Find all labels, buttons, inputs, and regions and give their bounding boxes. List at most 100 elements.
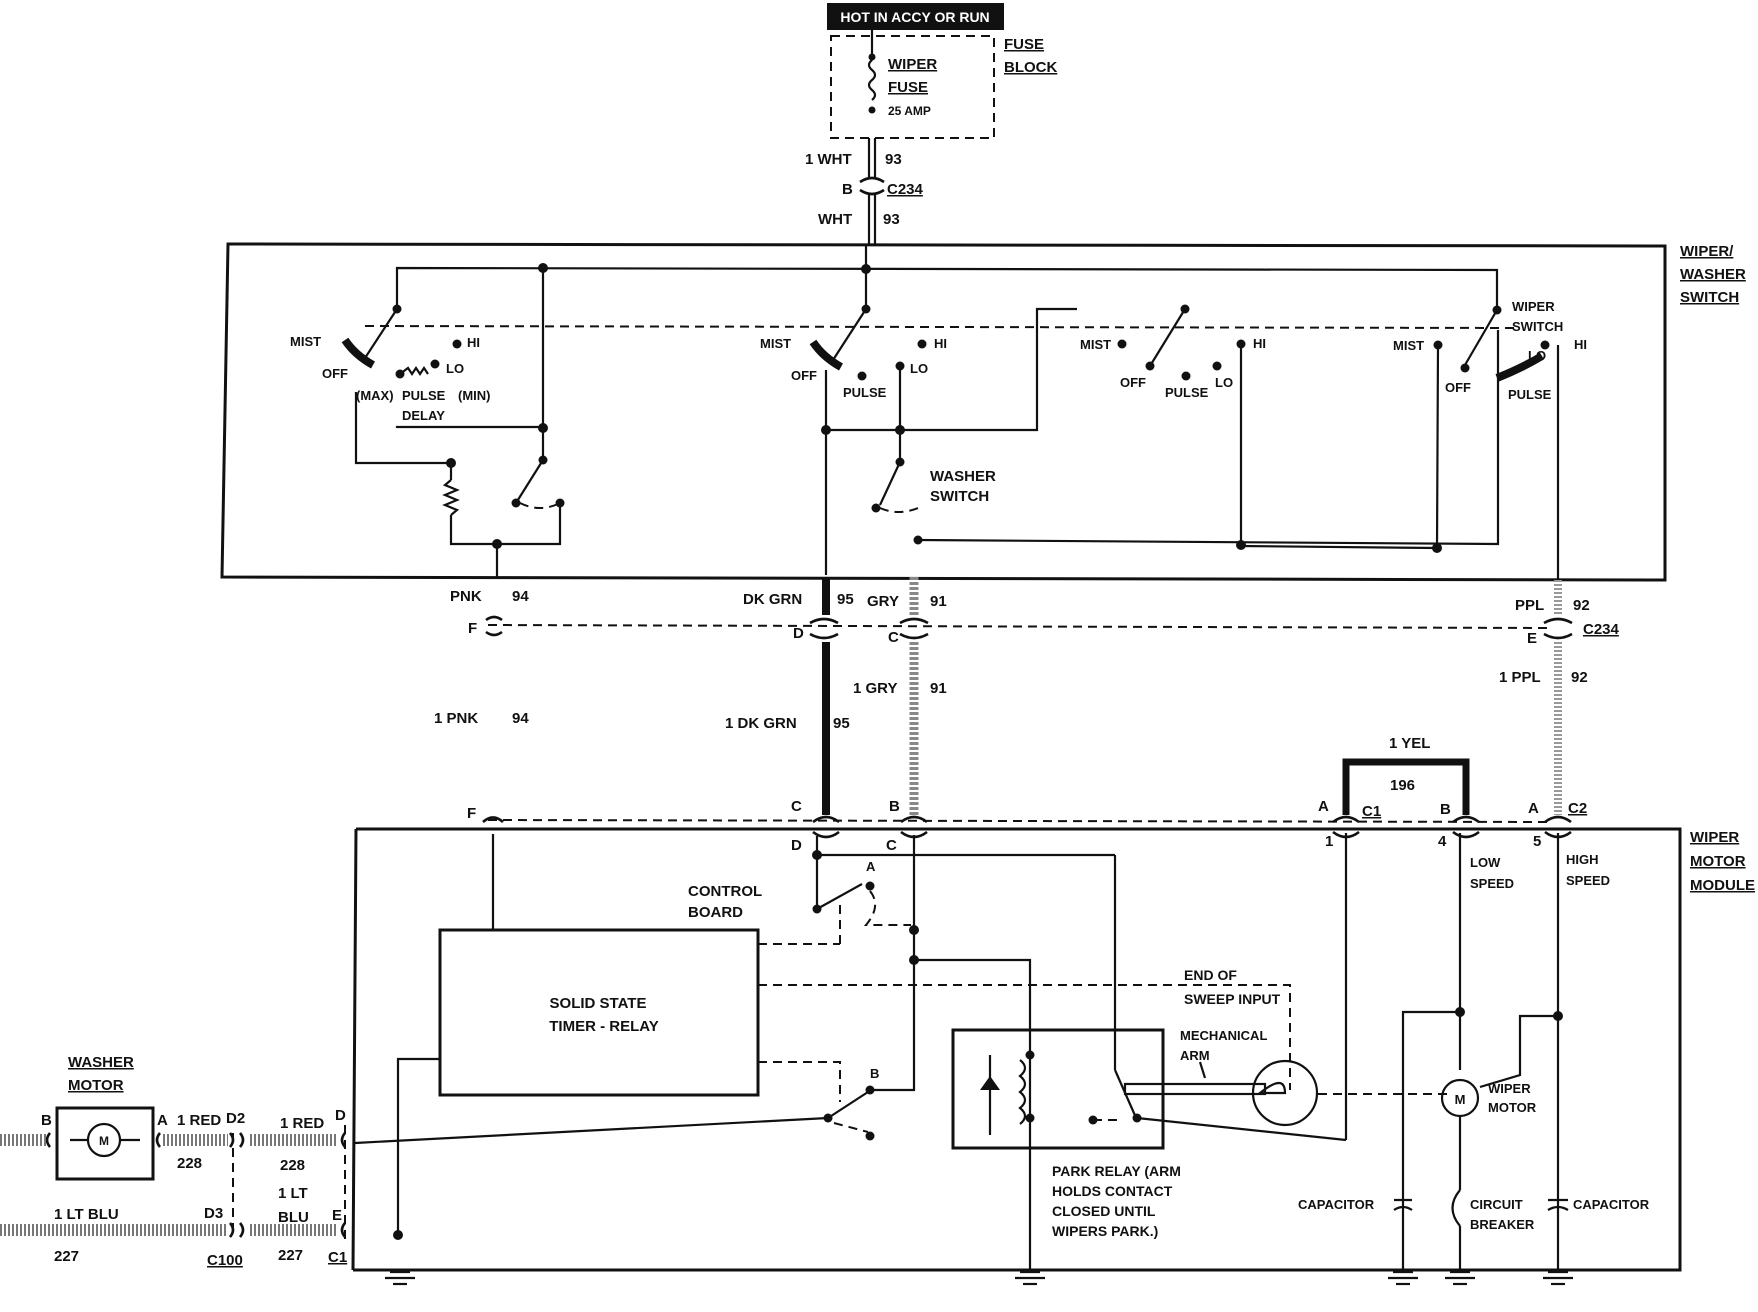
module-housing-outline: [353, 827, 1682, 1272]
c234-pin-c-icon: [899, 617, 929, 640]
fuse-block-outline: [830, 35, 995, 139]
park-relay-coil-icon: [1018, 1059, 1027, 1125]
washer-pin-b: B: [41, 1112, 52, 1129]
deck1-mist-label: MIST: [290, 334, 321, 349]
gry-bottom-circuit: 91: [930, 680, 947, 697]
deck1-hi-label: HI: [467, 335, 480, 350]
wiper-washer-switch: WIPER/ WASHER SWITCH MIST OFF HI LO (MAX…: [220, 242, 1746, 582]
conn-c2-label: C2: [1568, 800, 1587, 817]
dkgrn-top-label: DK GRN: [743, 591, 802, 608]
deck4-pulse-contact-icon: [1495, 352, 1545, 382]
switch-housing-outline: [220, 242, 1667, 582]
conn-b-label: B: [889, 798, 900, 815]
conn-a2-label: A: [1528, 800, 1539, 817]
gry-bottom-label: 1 GRY: [853, 680, 897, 697]
conn-c-icon: [812, 815, 840, 839]
breaker-label-1: CIRCUIT: [1470, 1197, 1523, 1212]
ground-icon: [1015, 1270, 1045, 1286]
washer-conn-pin-d: D: [335, 1107, 346, 1124]
circuit-breaker-icon: [1451, 1189, 1461, 1227]
end-of-sweep-label-1: END OF: [1184, 967, 1237, 983]
washer-pin-a: A: [157, 1112, 168, 1129]
wiper-motor-module: WIPER MOTOR MODULE SOLID STATE TIMER - R…: [351, 827, 1755, 1286]
red-2-circuit: 228: [280, 1157, 305, 1174]
c234-pin-e-icon: [1543, 617, 1573, 640]
deck2-off-contact-icon: [809, 339, 843, 371]
park-relay-label-2: HOLDS CONTACT: [1052, 1183, 1173, 1199]
switch-to-module-harness: PNK 94 DK GRN 95 GRY 91 PPL 92 F D C E C…: [434, 577, 1620, 815]
washer-motor: WASHER MOTOR M B A 1 RED 228 D2 1 RED 22…: [0, 1054, 347, 1269]
fuse-rating: 25 AMP: [888, 104, 931, 118]
wht-circuit-2: 93: [883, 211, 900, 228]
deck1-max-label: (MAX): [356, 388, 394, 403]
gry-top-label: GRY: [867, 593, 899, 610]
c234-label-bottom: C234: [1583, 621, 1620, 638]
fuse-label-fuse: FUSE: [888, 79, 928, 96]
deck4-off-label: OFF: [1445, 380, 1471, 395]
deck2-lo-label: LO: [910, 361, 928, 376]
low-speed-label-1: LOW: [1470, 855, 1501, 870]
ppl-bottom-circuit: 92: [1571, 669, 1588, 686]
switch-deck-3: MIST OFF HI LO PULSE: [1080, 304, 1266, 550]
control-board-label-2: BOARD: [688, 904, 743, 921]
deck4-pulse-label: PULSE: [1508, 387, 1552, 402]
deck4-lo-label: LO: [1528, 348, 1546, 363]
sweep-cam-icon: [1251, 1059, 1319, 1127]
timer-label-1: SOLID STATE: [550, 995, 647, 1012]
ppl-top-label: PPL: [1515, 597, 1544, 614]
deck1-min-label: (MIN): [458, 388, 491, 403]
ltblu-1-label: 1 LT BLU: [54, 1206, 119, 1223]
deck3-hi-label: HI: [1253, 336, 1266, 351]
wiper-switch-label-2: SWITCH: [1512, 319, 1563, 334]
gry-top-circuit: 91: [930, 593, 947, 610]
mechanical-arm-label-2: ARM: [1180, 1048, 1210, 1063]
conn-b-c2-icon: [1452, 815, 1480, 839]
ppl-top-circuit: 92: [1573, 597, 1590, 614]
mechanical-arm-label-1: MECHANICAL: [1180, 1028, 1267, 1043]
breaker-label-2: BREAKER: [1470, 1217, 1535, 1232]
control-board-label-1: CONTROL: [688, 883, 762, 900]
conn-f-icon: [482, 816, 504, 824]
washer-motor-box: [55, 1106, 155, 1181]
switch-title-2: WASHER: [1680, 266, 1746, 283]
fuse-icon: [867, 59, 877, 101]
low-speed-label-2: SPEED: [1470, 876, 1514, 891]
deck4-hi-label: HI: [1574, 337, 1587, 352]
d3-label: D3: [204, 1205, 223, 1222]
conn-c-in-label: C: [886, 837, 897, 854]
switch-title-1: WIPER/: [1680, 243, 1734, 260]
c234-pin-e-label: E: [1527, 630, 1537, 647]
c1-label: C1: [328, 1249, 347, 1266]
high-speed-label-1: HIGH: [1566, 852, 1599, 867]
conn-d-in-label: D: [791, 837, 802, 854]
dkgrn-top-circuit: 95: [837, 591, 854, 608]
module-title-1: WIPER: [1690, 829, 1739, 846]
wiper-motor-label-2: MOTOR: [1488, 1100, 1537, 1115]
c234-top-connector-icon: [859, 176, 885, 196]
park-relay-diode-icon: [980, 1076, 1000, 1090]
wht-93-wire: 1 WHT 93 B C234 WHT 93: [805, 138, 924, 244]
deck2-off-label: OFF: [791, 368, 817, 383]
fuse-label-wiper: WIPER: [888, 56, 937, 73]
ground-icon: [1543, 1270, 1573, 1286]
park-relay-label-3: CLOSED UNTIL: [1052, 1203, 1156, 1219]
deck3-off-label: OFF: [1120, 375, 1146, 390]
yel-circuit: 196: [1390, 777, 1415, 794]
wiper-switch-label-1: WIPER: [1512, 299, 1555, 314]
dkgrn-bottom-circuit: 95: [833, 715, 850, 732]
end-of-sweep-label-2: SWEEP INPUT: [1184, 991, 1281, 1007]
delay-rheostat-icon: [399, 366, 429, 376]
conn-f-label: F: [467, 805, 476, 822]
c234-pin-b: B: [842, 181, 853, 198]
ltblu-2-label-a: 1 LT: [278, 1185, 308, 1202]
module-title-3: MODULE: [1690, 877, 1755, 894]
deck2-pulse-label: PULSE: [843, 385, 887, 400]
deck1-off-label: OFF: [322, 366, 348, 381]
conn-b2-label: B: [1440, 801, 1451, 818]
switch-deck-2: MIST OFF HI LO PULSE WASHER SWITCH: [760, 304, 1500, 575]
c234-pin-d-icon: [809, 617, 839, 640]
timer-label-2: TIMER - RELAY: [549, 1018, 658, 1035]
delay-resistor-icon: [442, 479, 460, 516]
red-1-label: 1 RED: [177, 1112, 221, 1129]
washer-switch-label-1: WASHER: [930, 468, 996, 485]
